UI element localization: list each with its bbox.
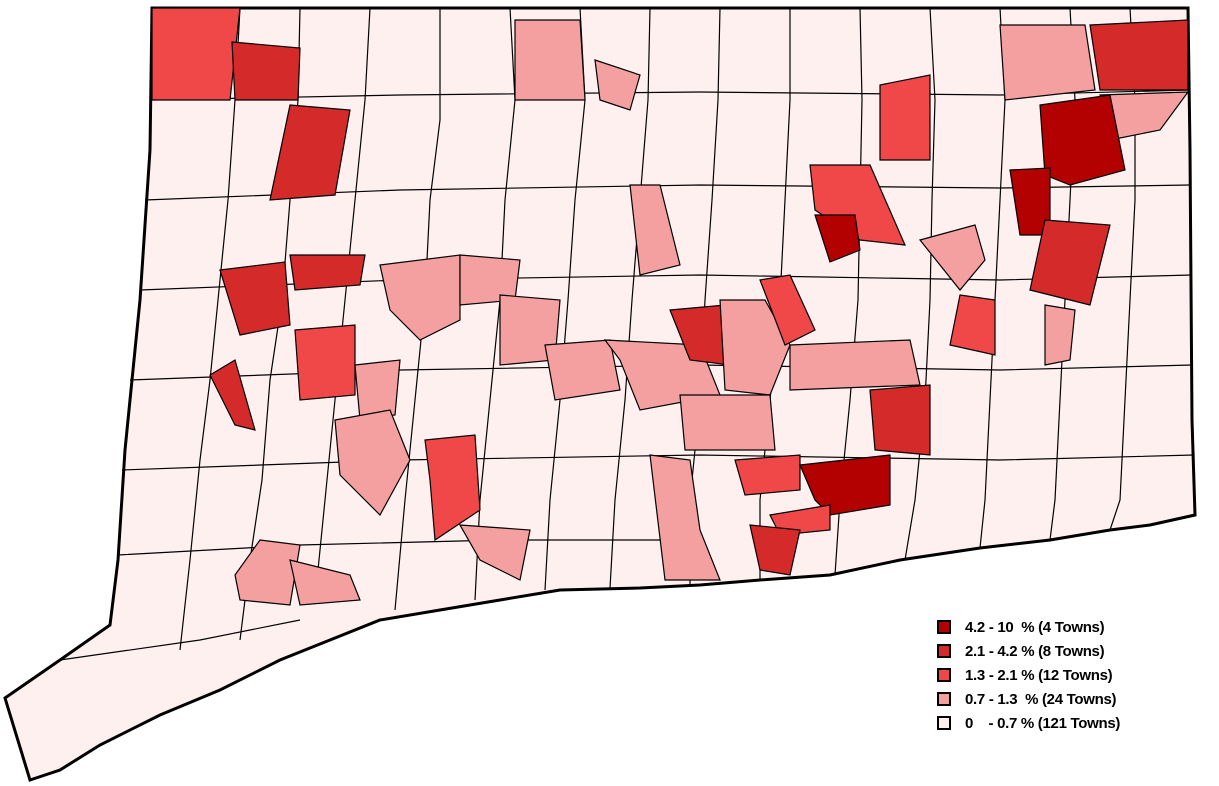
town-shape: [544, 339, 621, 401]
town-shape: [799, 454, 891, 516]
town-shape: [869, 384, 931, 456]
town-shape: [1044, 304, 1076, 366]
legend-swatch: [937, 644, 951, 658]
legend-swatch: [937, 692, 951, 706]
town-shape: [354, 359, 401, 421]
town-shape: [294, 324, 356, 401]
legend-label: 1.3 - 2.1 % (12 Towns): [965, 666, 1113, 684]
legend-swatch: [937, 620, 951, 634]
legend-label: 0.7 - 1.3 % (24 Towns): [965, 690, 1117, 708]
town-shape: [1039, 94, 1126, 186]
legend-label: 0 - 0.7 % (121 Towns): [965, 714, 1121, 732]
town-shape: [269, 104, 351, 201]
town-shape: [719, 299, 791, 396]
legend-item: 0.7 - 1.3 % (24 Towns): [937, 687, 1212, 711]
town-shape: [424, 434, 481, 542]
town-shape: [219, 261, 291, 336]
town-shape: [289, 559, 361, 606]
legend-label: 2.1 - 4.2 % (8 Towns): [965, 642, 1105, 660]
town-shape: [649, 454, 721, 581]
legend-item: 4.2 - 10 % (4 Towns): [937, 615, 1212, 639]
town-shape: [879, 74, 931, 161]
shaded-towns: [151, 7, 1190, 606]
legend-swatch: [937, 668, 951, 682]
town-shape: [209, 359, 256, 431]
legend-item: 2.1 - 4.2 % (8 Towns): [937, 639, 1212, 663]
town-shape: [734, 454, 801, 496]
legend-swatch: [937, 716, 951, 730]
town-shape: [289, 254, 366, 291]
legend-item: 1.3 - 2.1 % (12 Towns): [937, 663, 1212, 687]
town-shape: [949, 294, 996, 356]
town-shape: [759, 274, 816, 346]
town-shape: [594, 59, 641, 111]
town-shape: [814, 214, 861, 263]
town-shape: [1089, 19, 1189, 91]
town-shape: [379, 254, 461, 341]
town-shape: [749, 524, 801, 576]
town-shape: [458, 524, 531, 581]
town-shape: [679, 394, 776, 451]
town-shape: [514, 19, 586, 101]
legend-label: 4.2 - 10 % (4 Towns): [965, 618, 1105, 636]
town-shape: [918, 224, 986, 291]
legend-item: 0 - 0.7 % (121 Towns): [937, 711, 1212, 735]
town-shape: [234, 539, 301, 606]
town-shape: [629, 184, 681, 276]
town-shape: [231, 41, 301, 101]
town-shape: [151, 7, 241, 101]
town-shape: [1029, 219, 1111, 306]
town-shape: [809, 164, 906, 246]
map-legend: 4.2 - 10 % (4 Towns) 2.1 - 4.2 % (8 Town…: [937, 615, 1212, 735]
town-shape: [999, 24, 1096, 101]
town-shape: [334, 409, 411, 516]
town-shape: [789, 339, 921, 391]
